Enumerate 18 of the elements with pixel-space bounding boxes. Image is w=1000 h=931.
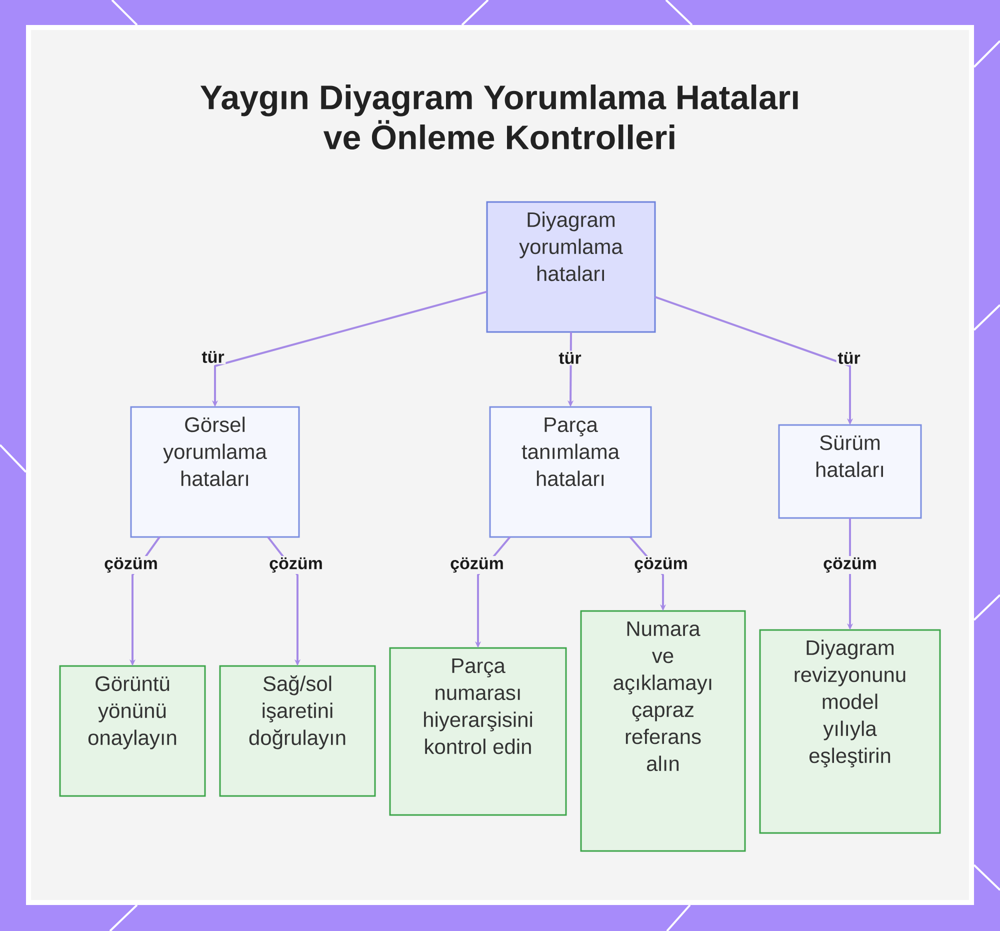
solution-box: Diyagram revizyonunu model yılıyla eşleştirin	[759, 629, 941, 834]
edge-label: çözüm	[632, 556, 690, 574]
solution-box: Parça numarası hiyerarşisini kontrol edin	[389, 647, 567, 816]
solution-box: Numara ve açıklamayı çapraz referans alın	[580, 610, 746, 852]
edge-label: çözüm	[268, 556, 324, 574]
edge-label: tür	[200, 350, 226, 364]
title: Yaygın Diyagram Yorumlama Hataları ve Önleme Kontrolleri	[200, 84, 798, 150]
category-box: Sürüm hataları	[778, 424, 922, 519]
solution-box: Sağ/sol işaretini doğrulayın	[219, 665, 376, 797]
category-box: Parça tanımlama hataları	[489, 406, 652, 538]
category-box: Görsel yorumlama hataları	[130, 406, 300, 538]
edge-label: çözüm	[822, 556, 878, 574]
edge-label: çözüm	[448, 556, 506, 574]
edge-label: çözüm	[102, 556, 160, 574]
solution-box: Görüntü yönünü onaylayın	[59, 665, 206, 797]
edge-label: tür	[836, 350, 862, 366]
edge-label: tür	[557, 350, 583, 366]
root-box: Diyagram yorumlama hataları	[486, 201, 656, 333]
